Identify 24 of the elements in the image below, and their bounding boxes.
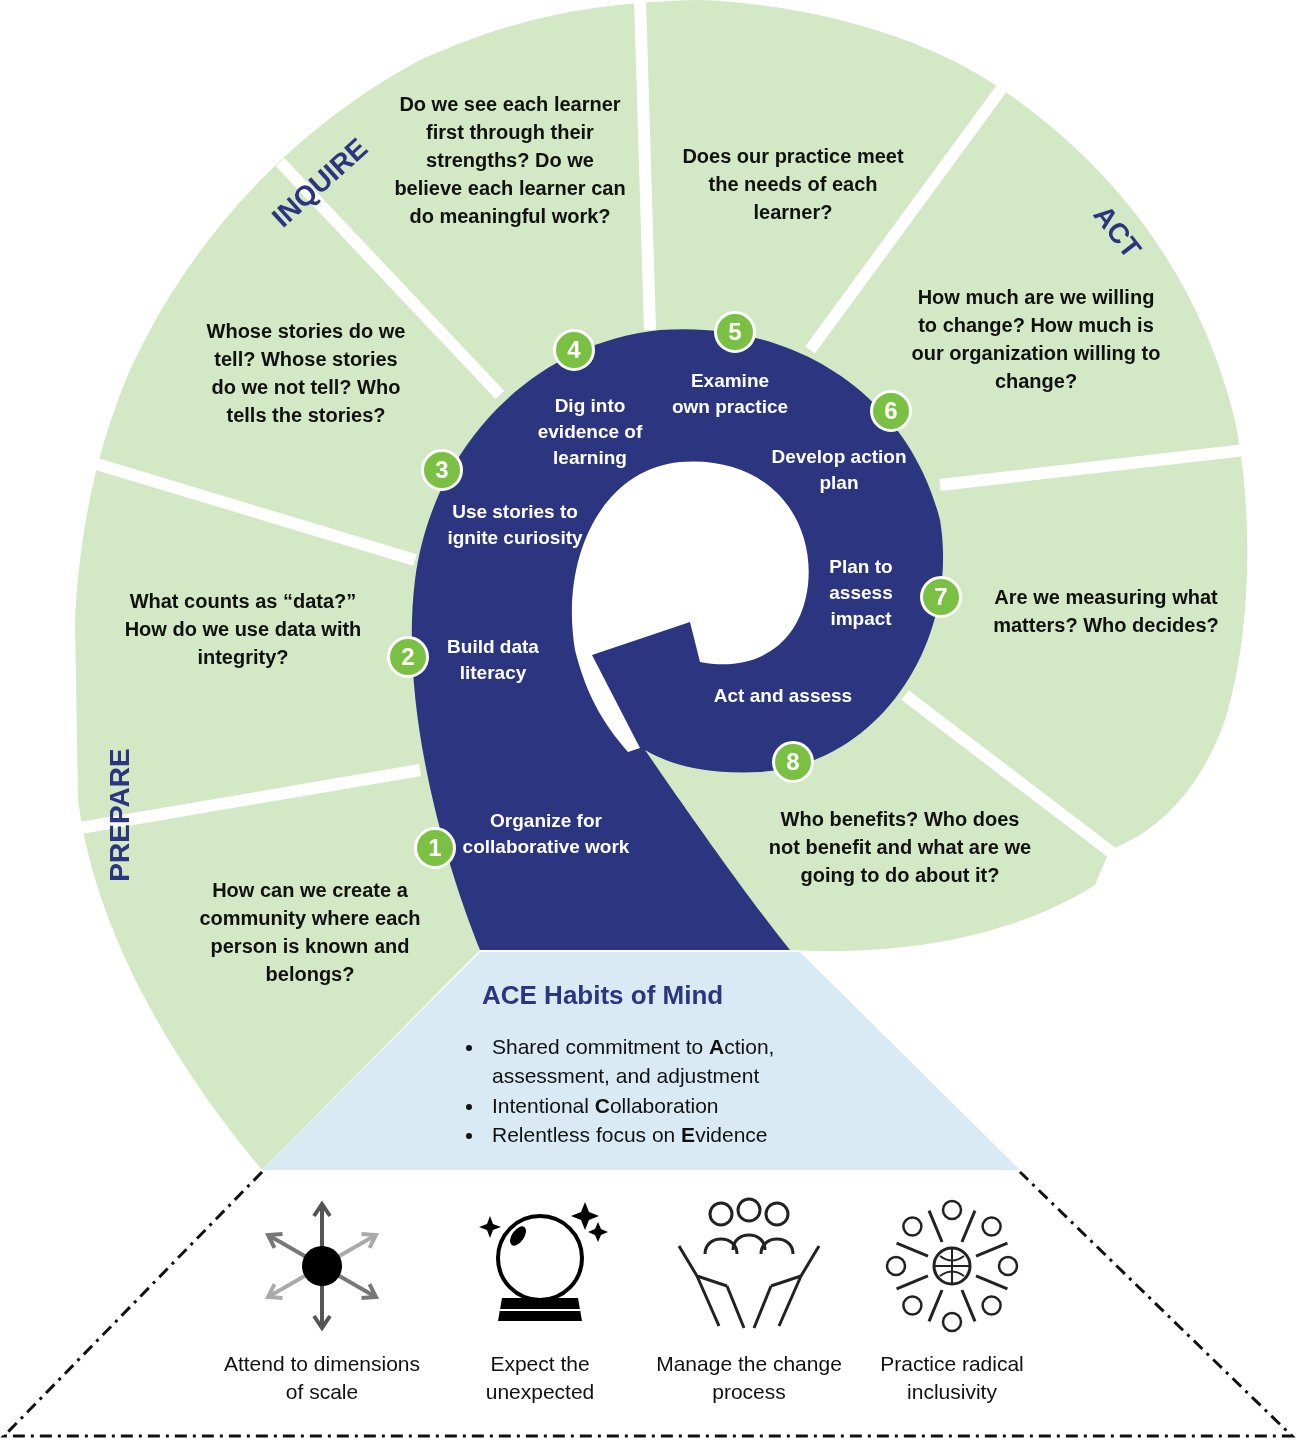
question-text: How can we create a community where each person is known and belongs? [175, 876, 445, 988]
question-text: Who benefits? Who does not benefit and what are we going to do about it? [765, 805, 1035, 889]
habit-caption: Expect the unexpected [484, 1351, 596, 1405]
step-label: Use stories to ignite curiosity [446, 500, 584, 550]
step-label: Dig into evidence of learning [536, 394, 644, 470]
bullet-item: Relentless focus on Evidence [466, 1120, 832, 1149]
step-label: Act and assess [712, 684, 854, 708]
step-label: Examine own practice [670, 369, 790, 419]
habit-caption: Practice radical inclusivity [879, 1351, 1025, 1405]
panel-title: ACE Habits of Mind [482, 980, 724, 1011]
step-label: Develop action plan [770, 445, 908, 495]
habit-caption: Attend to dimensions of scale [222, 1351, 422, 1405]
question-text: What counts as “data?” How do we use data with integrity? [113, 587, 373, 671]
step-label: Build data literacy [446, 635, 540, 685]
bullet-item: Intentional Collaboration [466, 1091, 832, 1120]
question-text: Whose stories do we tell? Whose stories do we not tell? Who tells the stories? [201, 317, 411, 429]
stage-label: ACT [1086, 199, 1148, 265]
stage-label: PREPARE [104, 748, 136, 882]
step-label: Plan to assess impact [828, 555, 894, 631]
step-label: Organize for collaborative work [461, 809, 631, 859]
question-text: Are we measuring what matters? Who decides? [986, 583, 1226, 639]
question-text: Does our practice meet the needs of each learner? [673, 142, 913, 226]
habit-caption: Manage the change process [655, 1351, 843, 1405]
question-text: Do we see each learner first through their strengths? Do we believe each learner can do meaningful work? [390, 90, 630, 230]
